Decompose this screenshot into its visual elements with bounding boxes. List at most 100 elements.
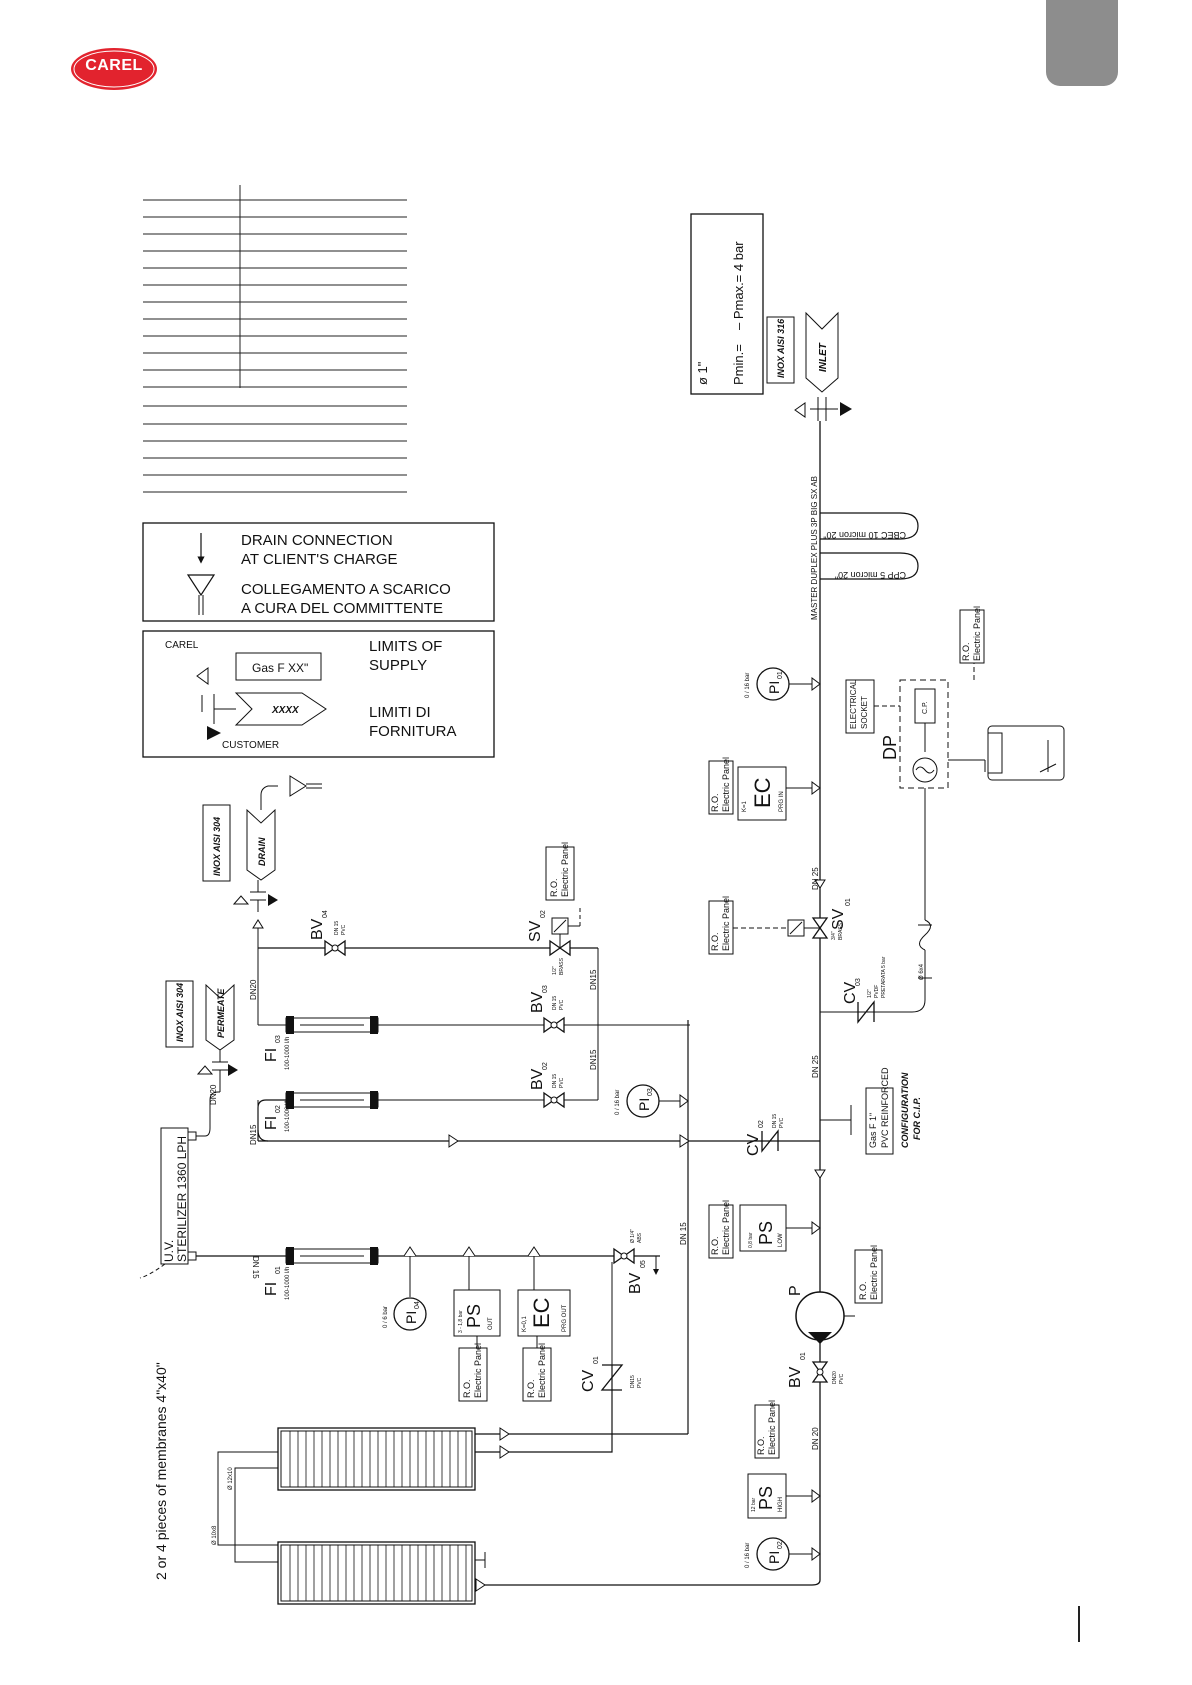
check-valve-cv02: CV 02 DN 15 PVC [745, 1114, 785, 1156]
svg-text:DP: DP [880, 735, 900, 760]
svg-text:PI: PI [766, 1551, 782, 1564]
svg-text:02: 02 [777, 1541, 784, 1549]
svg-text:0 / 6 bar: 0 / 6 bar [383, 1306, 389, 1328]
svg-text:FI: FI [263, 1048, 280, 1062]
svg-text:04: 04 [322, 910, 329, 918]
svg-text:EC: EC [750, 777, 775, 808]
legend-limits-en-2: SUPPLY [369, 657, 427, 674]
svg-text:100-1000 l/h: 100-1000 l/h [285, 1037, 291, 1070]
svg-text:R.O.: R.O. [710, 932, 720, 951]
page-number-rule [1078, 1606, 1080, 1642]
svg-text:SV: SV [527, 920, 544, 942]
svg-text:PVC REINFORCED: PVC REINFORCED [880, 1067, 890, 1148]
drain-outlet: INOX AISI 304 DRAIN [202, 775, 322, 948]
filter-cpp-label: CPP 5 micron 20" [835, 570, 906, 580]
svg-text:INOX AISI 304: INOX AISI 304 [212, 817, 222, 876]
chapter-tab [1046, 0, 1118, 86]
svg-text:BRASS: BRASS [838, 922, 844, 940]
svg-text:SOCKET: SOCKET [860, 696, 869, 729]
svg-text:PRG OUT: PRG OUT [562, 1304, 568, 1332]
svg-text:03: 03 [647, 1088, 654, 1096]
svg-text:1/2": 1/2" [552, 966, 558, 975]
svg-text:INOX AISI 304: INOX AISI 304 [175, 983, 185, 1042]
check-valve-cv03: CV 03 1/2" PVDF PRETARATA 5 bar [820, 956, 887, 1024]
feed-to-membranes [476, 1579, 821, 1586]
pipe-dn15-uv: DN 15 [251, 1256, 260, 1279]
flowmeter-fi02: FI 02 100-1000 l/h [257, 1091, 560, 1141]
svg-text:R.O.: R.O. [526, 1379, 536, 1398]
bv04-tag: BV [309, 918, 326, 940]
svg-text:STERILIZER 1360 LPH: STERILIZER 1360 LPH [175, 1136, 189, 1262]
svg-text:01: 01 [777, 671, 784, 679]
svg-text:PS: PS [464, 1304, 484, 1328]
svg-text:BV: BV [529, 1068, 546, 1090]
svg-text:PS: PS [756, 1486, 776, 1510]
svg-text:Electric Panel: Electric Panel [537, 1343, 547, 1398]
svg-text:0 / 16 bar: 0 / 16 bar [745, 673, 751, 698]
inlet-pmax: – Pmax.= 4 bar [731, 241, 746, 330]
svg-text:DN 15: DN 15 [772, 1114, 778, 1128]
svg-text:PERMEATE: PERMEATE [216, 988, 226, 1038]
pipe-dn25-b: DN 25 [811, 1055, 820, 1078]
permeate-outlet: INOX AISI 304 PERMEATE [165, 980, 238, 1092]
legend-limits-en-1: LIMITS OF [369, 638, 442, 655]
cip-connection: Gas F 1" PVC REINFORCED CONFIGURATION FO… [820, 1067, 922, 1155]
svg-text:MASTER DUPLEX PLUS 3P BIG SX A: MASTER DUPLEX PLUS 3P BIG SX AB [810, 476, 819, 620]
svg-text:Electric Panel: Electric Panel [721, 757, 731, 812]
inlet-spec-box: ø 1" Pmin.= – Pmax.= 4 bar [690, 213, 764, 395]
svg-text:CV: CV [745, 1133, 762, 1156]
pipe-dn15-bv02: DN15 [589, 1049, 598, 1070]
svg-text:Gas F 1": Gas F 1" [868, 1113, 878, 1148]
svg-text:0 / 16 bar: 0 / 16 bar [615, 1090, 621, 1115]
pressure-switch-ps-low: R.O. Electric Panel PS 0,8 bar LOW [708, 1200, 821, 1259]
legend-drain-en-2: AT CLIENT'S CHARGE [241, 551, 398, 568]
svg-text:R.O.: R.O. [858, 1281, 868, 1300]
pressure-switch-ps-high: R.O. Electric Panel PS 12 bar HIGH [747, 1400, 821, 1519]
ball-valve-bv02: BV 02 DN 15 PVC DN15 [529, 948, 599, 1108]
legend-limits-box: CAREL CUSTOMER Gas F XX" XXXX LIMITS OF … [142, 630, 495, 758]
drain-line: BV 04 DN 15 PVC [258, 910, 598, 956]
svg-text:C.P.: C.P. [922, 701, 929, 714]
legend-limits-it-2: FORNITURA [369, 723, 457, 740]
svg-text:04: 04 [414, 1301, 421, 1309]
svg-text:PI: PI [636, 1098, 652, 1111]
svg-text:PRG IN: PRG IN [779, 791, 785, 812]
inlet-supply-marker [794, 402, 806, 418]
svg-text:PRETARATA 5 bar: PRETARATA 5 bar [881, 956, 887, 998]
svg-text:100-1000 l/h: 100-1000 l/h [285, 1099, 291, 1132]
electrical-socket-label: ELECTRICAL [849, 679, 858, 729]
svg-text:DN 15: DN 15 [334, 921, 340, 935]
pipe-dn15-sv02: DN15 [589, 969, 598, 990]
tube-b-label: Ø 12x10 [228, 1467, 234, 1490]
flowmeter-fi03: FI 03 100-1000 l/h DN20 [249, 948, 690, 1070]
svg-text:05: 05 [640, 1260, 647, 1268]
svg-text:BV: BV [529, 991, 546, 1013]
filter-housing: MASTER DUPLEX PLUS 3P BIG SX AB CBEC 10 … [810, 476, 919, 620]
svg-text:R.O.: R.O. [756, 1436, 766, 1455]
legend-drain-it-2: A CURA DEL COMMITTENTE [241, 600, 443, 617]
flowmeter-fi01: FI 01 100-1000 l/h [263, 1247, 379, 1300]
membrane-outlets [475, 1020, 689, 1453]
pipe-dn20-permeate: DN20 [209, 1084, 218, 1105]
svg-text:Electric Panel: Electric Panel [869, 1245, 879, 1300]
svg-text:CV: CV [580, 1369, 597, 1392]
svg-text:02: 02 [275, 1105, 282, 1113]
conductivity-ec-out: EC K=0,1 PRG OUT R.O. Electric Panel [517, 1246, 571, 1402]
svg-text:K=0,1: K=0,1 [522, 1315, 528, 1332]
svg-text:DN 15: DN 15 [552, 1074, 558, 1088]
svg-text:INOX AISI 316: INOX AISI 316 [776, 318, 786, 378]
solenoid-valve-sv01: R.O. Electric Panel SV 01 3/4" BRASS [708, 896, 852, 955]
svg-text:ABS: ABS [637, 1232, 643, 1243]
dosing-pump-dp: ELECTRICAL SOCKET C.P. DP R.O. Electric … [845, 606, 1065, 1013]
legend-drain-en-1: DRAIN CONNECTION [241, 532, 393, 549]
svg-text:PS: PS [756, 1221, 776, 1245]
svg-text:PVC: PVC [779, 1117, 785, 1128]
svg-text:U.V.: U.V. [162, 1240, 176, 1262]
svg-text:100-1000 l/h: 100-1000 l/h [285, 1267, 291, 1300]
inlet-pmin: Pmin.= [731, 344, 746, 385]
inlet-size: ø 1" [695, 361, 710, 385]
svg-text:01: 01 [845, 898, 852, 906]
pipe-dn20: DN 20 [811, 1427, 820, 1450]
svg-text:DN 15: DN 15 [552, 996, 558, 1010]
pressure-switch-ps-out: PS 3 - 1,8 bar OUT R.O. Electric Panel [453, 1246, 501, 1402]
